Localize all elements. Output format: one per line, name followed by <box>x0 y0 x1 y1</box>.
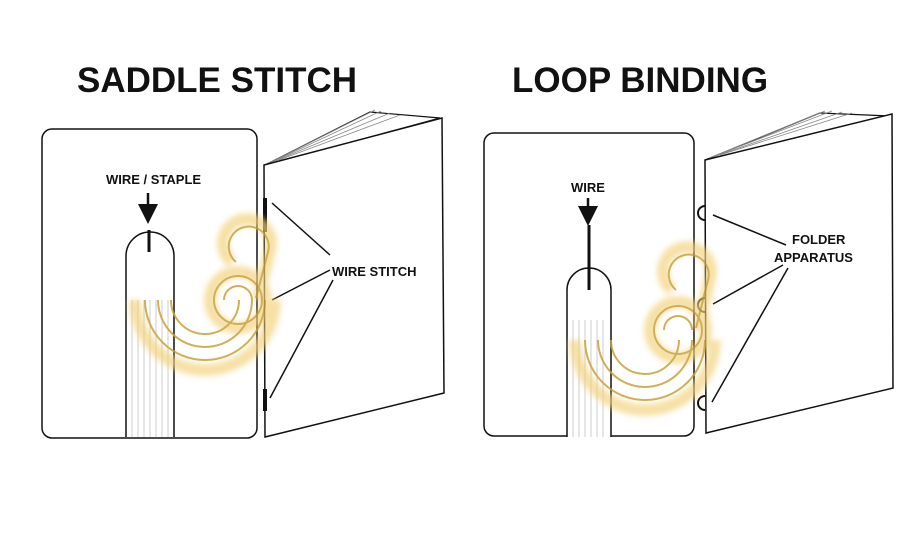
loop-booklet <box>697 110 894 434</box>
wire-stitch-leader-bottom <box>269 279 334 399</box>
apparatus-label: APPARATUS <box>774 250 853 265</box>
wire-label: WIRE <box>571 180 605 195</box>
watermark-logo-left <box>129 213 281 376</box>
folder-leader-bottom <box>711 267 789 403</box>
loop-top <box>697 205 706 221</box>
loop-bottom <box>697 395 706 411</box>
wire-stitch-leader-mid <box>271 269 331 301</box>
folder-leader-mid <box>712 264 784 305</box>
wire-stitch-label: WIRE STITCH <box>332 264 417 279</box>
wire-staple-label: WIRE / STAPLE <box>106 172 201 187</box>
saddle-stitch-panel: SADDLE STITCH WIRE / STAPLE <box>41 61 445 439</box>
loop-binding-panel: LOOP BINDING WIRE FOLDER APPARATUS <box>483 61 894 437</box>
folder-label: FOLDER <box>792 232 846 247</box>
wire-stitch-leader-top <box>271 202 331 256</box>
saddle-stitch-title: SADDLE STITCH <box>77 61 357 100</box>
loop-binding-title: LOOP BINDING <box>512 61 768 100</box>
folder-leader-top <box>712 214 787 246</box>
watermark-logo-right <box>569 241 721 416</box>
